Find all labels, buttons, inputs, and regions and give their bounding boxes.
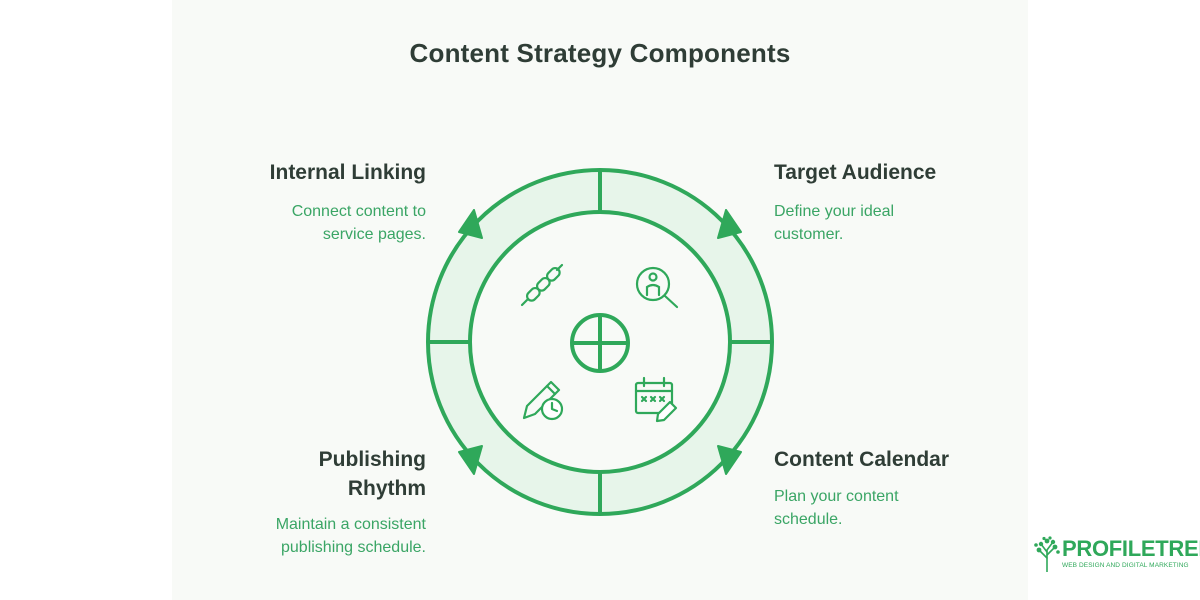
calendar-edit-icon bbox=[634, 376, 678, 423]
page-title: Content Strategy Components bbox=[409, 38, 791, 68]
arrow-tip-ne bbox=[717, 209, 742, 239]
arrow-tip-sw bbox=[458, 445, 483, 475]
logo-wordmark: PROFILETREE bbox=[1062, 536, 1200, 561]
pencil-clock-icon bbox=[522, 380, 564, 421]
publishing-rhythm-desc: Maintain a consistent publishing schedul… bbox=[275, 516, 426, 556]
tree-icon bbox=[1034, 536, 1060, 572]
target-audience-heading: Target Audience bbox=[774, 161, 937, 184]
logo-tagline: WEB DESIGN AND DIGITAL MARKETING bbox=[1062, 562, 1189, 569]
chain-link-icon bbox=[520, 263, 564, 307]
internal-linking-desc: Connect content to service pages. bbox=[291, 203, 426, 243]
target-audience-desc: Define your ideal customer. bbox=[774, 203, 895, 243]
arrow-tip-se bbox=[717, 445, 742, 475]
internal-linking-heading: Internal Linking bbox=[269, 161, 426, 184]
person-search-icon bbox=[635, 266, 679, 309]
globe-icon bbox=[570, 313, 630, 373]
content-calendar-heading: Content Calendar bbox=[774, 448, 950, 471]
content-calendar-desc: Plan your content schedule. bbox=[774, 488, 899, 528]
publishing-rhythm-heading: Publishing Rhythm bbox=[318, 448, 426, 500]
profiletree-logo: PROFILETREE WEB DESIGN AND DIGITAL MARKE… bbox=[1032, 536, 1200, 576]
arrow-tip-nw bbox=[458, 209, 483, 239]
